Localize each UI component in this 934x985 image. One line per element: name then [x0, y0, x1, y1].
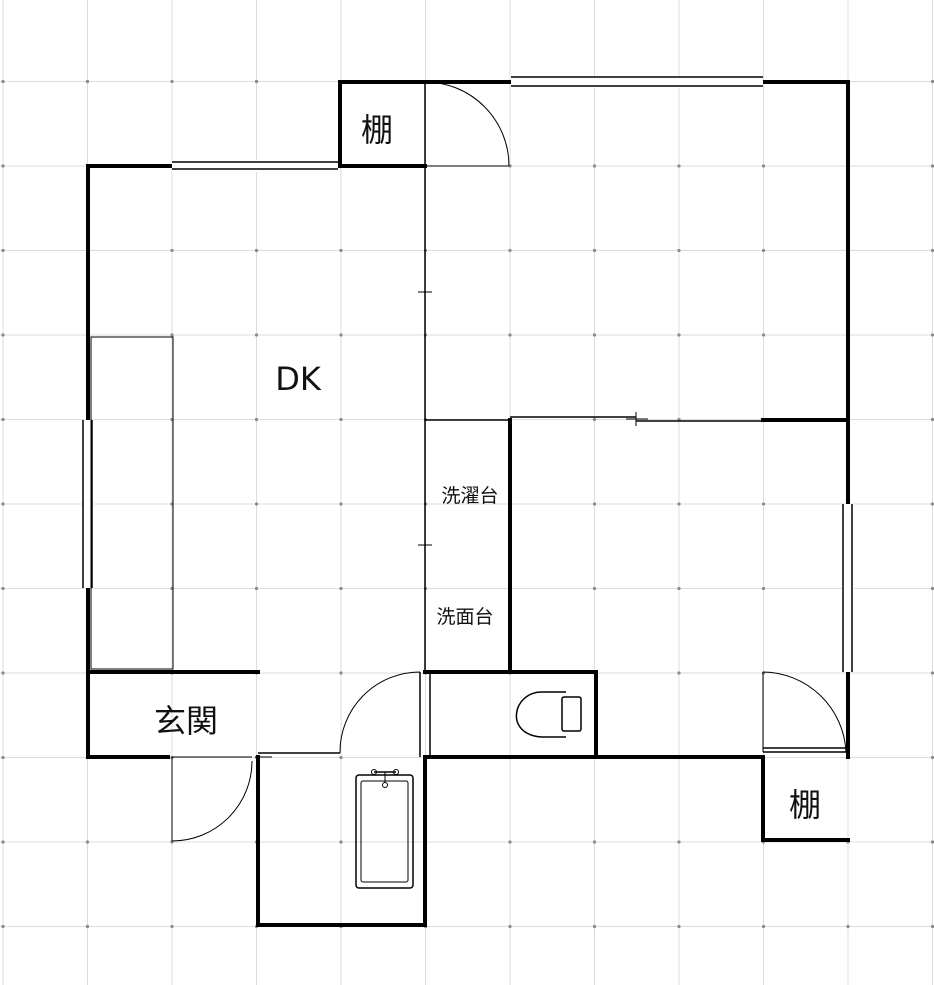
bathtub-icon [355, 769, 414, 889]
grid-dot [254, 79, 259, 84]
windows [82, 76, 854, 672]
grid-dot [592, 840, 597, 844]
grid-dot [1, 502, 5, 506]
grid-dot [930, 417, 934, 422]
partitions [255, 82, 848, 758]
grid-dot [677, 671, 681, 675]
grid-dot [592, 586, 597, 591]
grid-dot [85, 924, 90, 929]
toilet-icon [515, 691, 582, 738]
room-label-dk: DK [275, 360, 322, 398]
grid-dot [508, 924, 512, 929]
grid-dot [592, 417, 597, 422]
grid-dot [677, 333, 681, 337]
grid-dot [508, 840, 512, 844]
grid-dot [677, 586, 681, 591]
grid-dot [592, 333, 597, 337]
room-label-shelf-bottom: 棚 [789, 786, 821, 824]
grid-dot [254, 417, 259, 422]
grid-dot [170, 924, 174, 929]
room-label-laundry: 洗濯台 [441, 485, 498, 507]
grid-dot [592, 924, 597, 929]
grid-dot [930, 924, 934, 929]
grid-dot [930, 671, 934, 675]
grid-dot [1, 79, 5, 84]
grid-dot [1, 164, 5, 168]
grid-dot [85, 79, 90, 84]
grid-dot [930, 502, 934, 506]
grid-dot [930, 586, 934, 591]
grid-dot [1, 755, 5, 760]
grid-dot [339, 586, 343, 591]
grid-dot [339, 248, 343, 253]
grid-dot [339, 417, 343, 422]
grid-dot [339, 502, 343, 506]
grid-dot [339, 671, 343, 675]
grid-dot [930, 79, 934, 84]
grid-dot [1, 248, 5, 253]
grid-dot [1, 586, 5, 591]
grid-dot [254, 586, 259, 591]
grid-dot [592, 164, 597, 168]
grid-dot [930, 840, 934, 844]
grid-dot [761, 248, 766, 253]
grid-dot [508, 333, 512, 337]
grid-dot [677, 248, 681, 253]
grid-dot [930, 333, 934, 337]
grid-dot [85, 840, 90, 844]
grid-dot [254, 248, 259, 253]
grid-dot [677, 840, 681, 844]
grid-dot [761, 924, 766, 929]
grid-dot [761, 586, 766, 591]
grid-dot [930, 755, 934, 760]
grid-dot [1, 840, 5, 844]
kitchen-counter [90, 336, 174, 670]
grid-dot [508, 248, 512, 253]
grid-dot [677, 502, 681, 506]
grid-dot [339, 333, 343, 337]
grid-dot [1, 671, 5, 675]
grid-dot [254, 502, 259, 506]
grid-dot [170, 333, 174, 337]
grid-dot [592, 502, 597, 506]
grid-dot [761, 333, 766, 337]
grid-dot [170, 79, 174, 84]
grid-dot [677, 924, 681, 929]
grid-dot [761, 502, 766, 506]
grid-dot [339, 840, 343, 844]
grid-dot [1, 333, 5, 337]
grid-dot [930, 248, 934, 253]
grid-dot [339, 755, 343, 760]
room-label-entrance: 玄関 [154, 702, 218, 740]
grid-dot [846, 924, 850, 929]
grid-dot [677, 164, 681, 168]
grid-dot [1, 417, 5, 422]
grid-dot [761, 164, 766, 168]
doors [171, 81, 847, 842]
room-label-washbasin: 洗面台 [436, 606, 493, 628]
grid-dot [170, 248, 174, 253]
room-label-shelf-top: 棚 [361, 111, 393, 149]
grid-dot [930, 164, 934, 168]
grid-dot [1, 924, 5, 929]
grid-dot [254, 333, 259, 337]
grid-dot [592, 248, 597, 253]
